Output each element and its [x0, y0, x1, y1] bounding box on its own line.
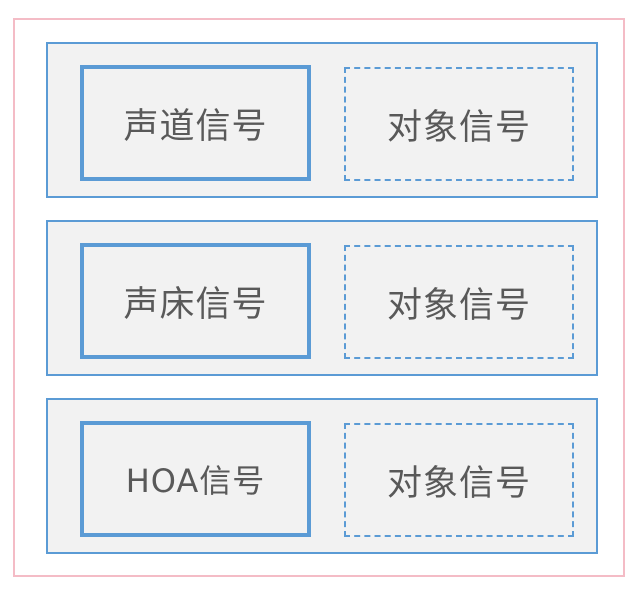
bed-signal-box: 声床信号	[80, 243, 311, 359]
outer-frame	[13, 18, 625, 577]
hoa-signal-label: HOA信号	[125, 462, 266, 500]
object-signal-box: 对象信号	[344, 245, 574, 359]
signal-group-channel: 声道信号 对象信号	[46, 42, 598, 198]
hoa-signal-box: HOA信号	[80, 421, 311, 537]
channel-signal-box: 声道信号	[80, 65, 311, 181]
object-signal-label: 对象信号	[386, 463, 531, 504]
object-signal-box: 对象信号	[344, 67, 574, 181]
signal-group-bed: 声床信号 对象信号	[46, 220, 598, 376]
object-signal-label: 对象信号	[386, 107, 531, 148]
object-signal-label: 对象信号	[386, 285, 531, 326]
bed-signal-label: 声床信号	[123, 284, 268, 325]
object-signal-box: 对象信号	[344, 423, 574, 537]
channel-signal-label: 声道信号	[123, 106, 268, 147]
signal-group-hoa: HOA信号 对象信号	[46, 398, 598, 554]
